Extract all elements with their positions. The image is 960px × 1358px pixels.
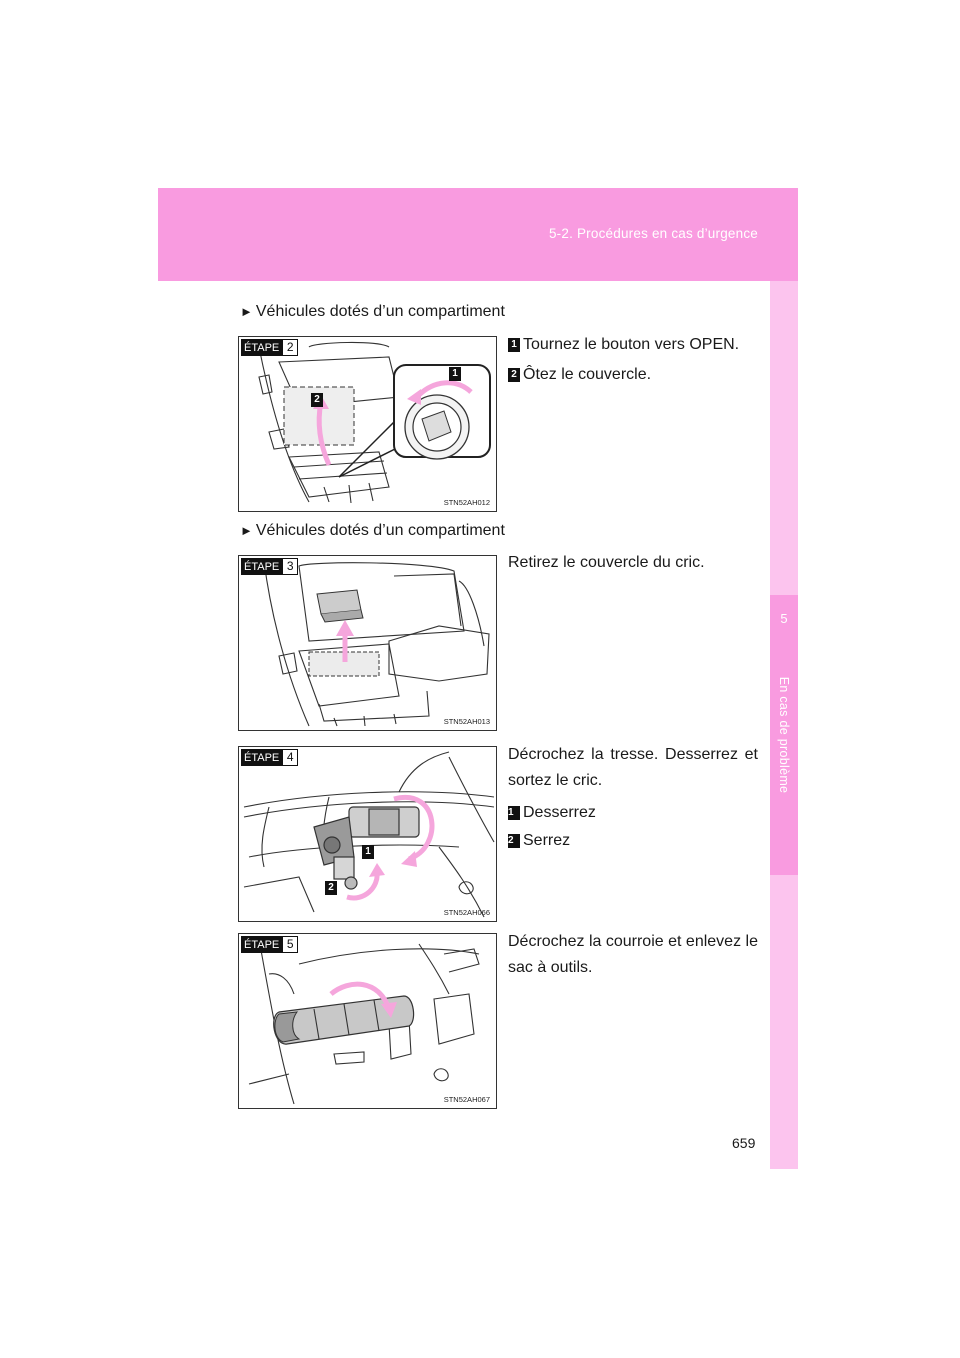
step-4-instructions: Décrochez la tresse. Desserrez et sortez… [508,742,758,854]
triangle-bullet-icon: ► [240,304,253,319]
list-item: 2 Serrez [508,832,571,849]
chapter-tab[interactable]: 5 En cas de problème [770,595,798,875]
list-item: 1 Desserrez [508,804,596,821]
step-5-illustration [248,938,480,1105]
page-number: 659 [732,1135,756,1151]
list-item: 2 Ôtez le couvercle. [508,362,758,388]
step-3-instructions: Retirez le couvercle du cric. [508,554,705,571]
step-3-illustration [263,560,490,727]
step-2-illustration [258,341,491,504]
step-2-instructions: 1 Tournez le bouton vers OPEN. 2 Ôtez le… [508,332,758,388]
number-badge: 1 [508,806,520,820]
step-4-illustration [243,751,495,918]
callout-marker: 1 [362,845,374,859]
callout-marker: 1 [449,367,461,381]
figure-code: STN52AH013 [443,717,490,726]
number-badge: 2 [508,834,520,848]
section-title: 5-2. Procédures en cas d’urgence [548,226,758,241]
chapter-number: 5 [780,611,788,626]
callout-marker: 2 [325,881,337,895]
section-heading-1: ►Véhicules dotés d’un compartiment [240,303,505,320]
number-badge: 2 [508,368,520,382]
header-band: 5-2. Procédures en cas d’urgence [158,188,798,281]
callout-marker: 2 [311,393,323,407]
number-badge: 1 [508,338,520,352]
figure-code: STN52AH012 [443,498,490,507]
section-heading-2: ►Véhicules dotés d’un compartiment [240,522,505,539]
triangle-bullet-icon: ► [240,523,253,538]
figure-code: STN52AH067 [443,1095,490,1104]
list-item: 1 Tournez le bouton vers OPEN. [508,332,758,358]
step-5-instructions: Décrochez la courroie et enlevez le sac … [508,933,758,976]
chapter-title: En cas de problème [777,676,791,794]
figure-code: STN52AH066 [443,908,490,917]
